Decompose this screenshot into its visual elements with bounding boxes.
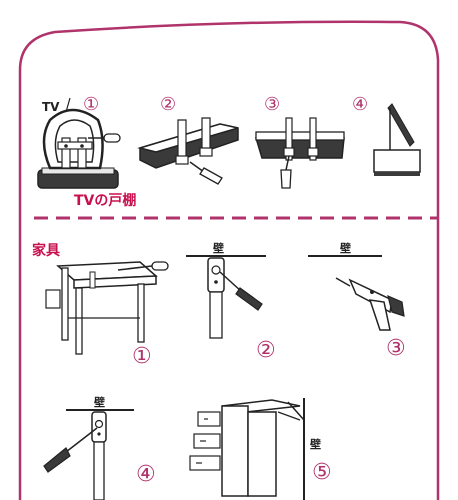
screwdriver-icon: [43, 427, 98, 473]
strap-icon: [57, 137, 93, 169]
screwdriver-icon: [88, 133, 121, 143]
shelf-board-icon: [254, 131, 345, 159]
bottom-step-1-number: ①: [132, 344, 152, 369]
shelf-board-icon: [137, 123, 239, 169]
wall-bracket-icon: [66, 409, 134, 500]
table-icon: [45, 261, 158, 355]
top-step-2-number: ②: [160, 94, 177, 115]
strap-icon: [175, 117, 213, 165]
top-step-3-number: ③: [264, 94, 281, 115]
cabinet-caption: TVの戸棚: [74, 193, 137, 209]
tv-label: TV: [42, 100, 60, 114]
bottom-step-5-number: ⑤: [312, 460, 332, 485]
top-step-1-number: ①: [83, 94, 100, 115]
drawer-cabinet-icon: [189, 398, 305, 500]
wall-bracket-icon: [186, 255, 266, 339]
screwdriver-icon: [189, 161, 223, 185]
bottom-step-4-number: ④: [136, 462, 156, 487]
wall-strap-icon: [373, 103, 421, 176]
top-step-4-number: ④: [352, 94, 369, 115]
drill-icon: [335, 277, 405, 331]
instruction-frame: [18, 20, 440, 500]
wall-label-step-2: 壁: [213, 242, 224, 255]
bottom-step-2-number: ②: [256, 338, 276, 363]
screwdriver-icon: [280, 155, 292, 189]
wall-label-step-3: 壁: [340, 242, 351, 255]
screwdriver-icon: [117, 261, 169, 271]
bottom-step-3-number: ③: [386, 336, 406, 361]
screwdriver-icon: [219, 271, 263, 311]
furniture-label: 家具: [32, 243, 60, 259]
wall-label-step-5: 壁: [310, 438, 321, 451]
wall-label-step-4: 壁: [94, 396, 105, 409]
